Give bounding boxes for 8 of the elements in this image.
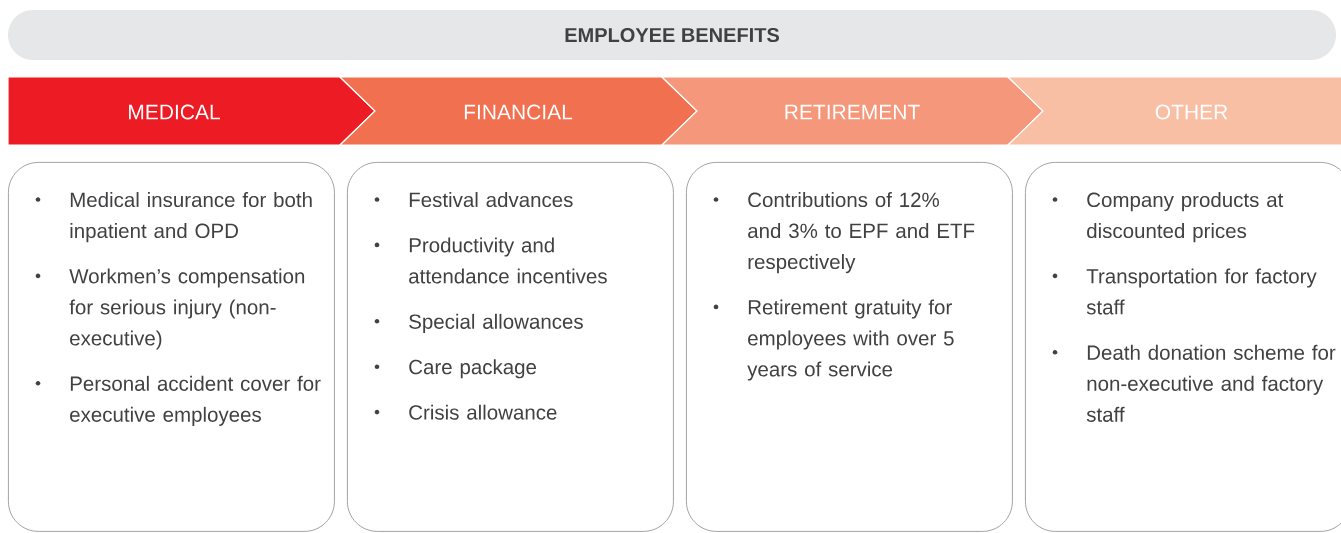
chevron-band: OTHER (1006, 76, 1341, 146)
bullet-card: Festival advances Productivity and attendance incentives Special allowances Care package Crisis allowance (347, 162, 674, 532)
bullet-card: Company products at discounted prices Transportation for factory staff Death donation scheme for non-executive and factory staff (1025, 162, 1341, 532)
bullet-card: Medical insurance for both inpatient and OPD Workmen’s compensation for serious injury (non-executive) Personal accident cover for executive employees (8, 162, 335, 532)
bullet-card: Contributions of 12% and 3% to EPF and ETF respectively Retirement gratuity for employees with over 5 years of service (686, 162, 1013, 532)
title-band: EMPLOYEE BENEFITS (8, 10, 1336, 60)
chevron-band: RETIREMENT (660, 76, 1044, 146)
chevron-band: MEDICAL (7, 76, 376, 146)
